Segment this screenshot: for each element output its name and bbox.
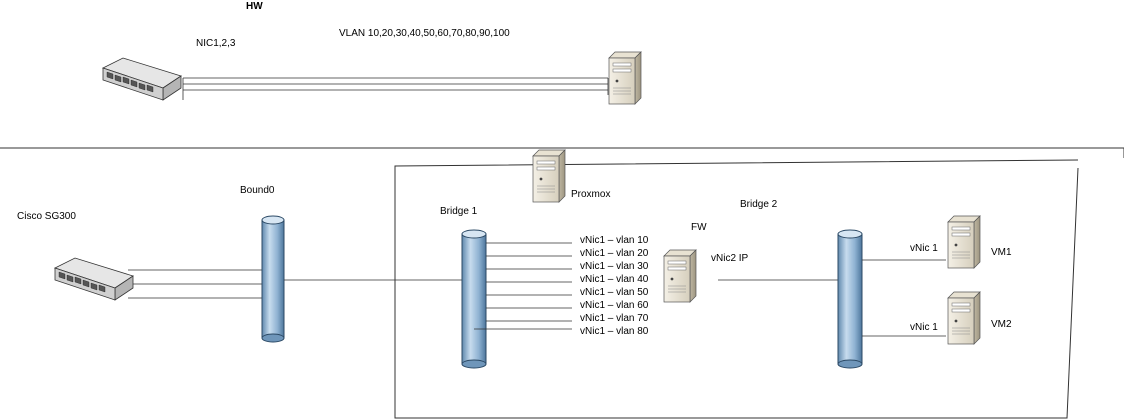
switch-label: Cisco SG300 bbox=[17, 211, 76, 222]
proxmox-label: Proxmox bbox=[571, 189, 611, 200]
fw-label: FW bbox=[691, 222, 707, 233]
vnic-label: vNic1 – vlan 80 bbox=[580, 326, 649, 337]
vnic-label: vNic1 – vlan 20 bbox=[580, 248, 649, 259]
bridge2-cylinder bbox=[837, 229, 863, 369]
vm1-server-icon bbox=[947, 215, 981, 269]
hw-section bbox=[102, 51, 642, 105]
vnic-label: vNic1 – vlan 50 bbox=[580, 287, 649, 298]
cisco-switch-icon bbox=[54, 257, 134, 301]
vnic-label: vNic1 – vlan 60 bbox=[580, 300, 649, 311]
section-divider bbox=[0, 147, 1124, 158]
switch-bond-links bbox=[128, 269, 262, 299]
vnic-label: vNic1 – vlan 70 bbox=[580, 313, 649, 324]
vm1-nic-label: vNic 1 bbox=[910, 243, 938, 254]
fw-server-icon bbox=[663, 249, 697, 303]
vnic-lines bbox=[474, 242, 572, 330]
bridge1-cylinder bbox=[461, 229, 487, 369]
proxmox-host-boundary bbox=[394, 159, 1079, 419]
nic-label: NIC1,2,3 bbox=[196, 38, 236, 49]
vm2-nic-label: vNic 1 bbox=[910, 322, 938, 333]
hw-server-icon bbox=[608, 51, 642, 105]
bond-label: Bound0 bbox=[240, 185, 275, 196]
bond0-cylinder bbox=[261, 215, 285, 343]
vnic-label: vNic1 – vlan 10 bbox=[580, 235, 649, 246]
proxmox-server-icon bbox=[532, 149, 566, 203]
vm1-name: VM1 bbox=[991, 247, 1012, 258]
bridge1-label: Bridge 1 bbox=[440, 206, 478, 217]
vnic-label: vNic1 – vlan 40 bbox=[580, 274, 649, 285]
vnic-label: vNic1 – vlan 30 bbox=[580, 261, 649, 272]
hw-title: HW bbox=[246, 1, 263, 12]
fw-vnic2-label: vNic2 IP bbox=[711, 253, 749, 264]
vm2-name: VM2 bbox=[991, 319, 1012, 330]
vlan-label: VLAN 10,20,30,40,50,60,70,80,90,100 bbox=[339, 28, 510, 39]
bridge2-label: Bridge 2 bbox=[740, 199, 778, 210]
hw-switch-icon bbox=[102, 57, 182, 101]
vm2-server-icon bbox=[947, 291, 981, 345]
